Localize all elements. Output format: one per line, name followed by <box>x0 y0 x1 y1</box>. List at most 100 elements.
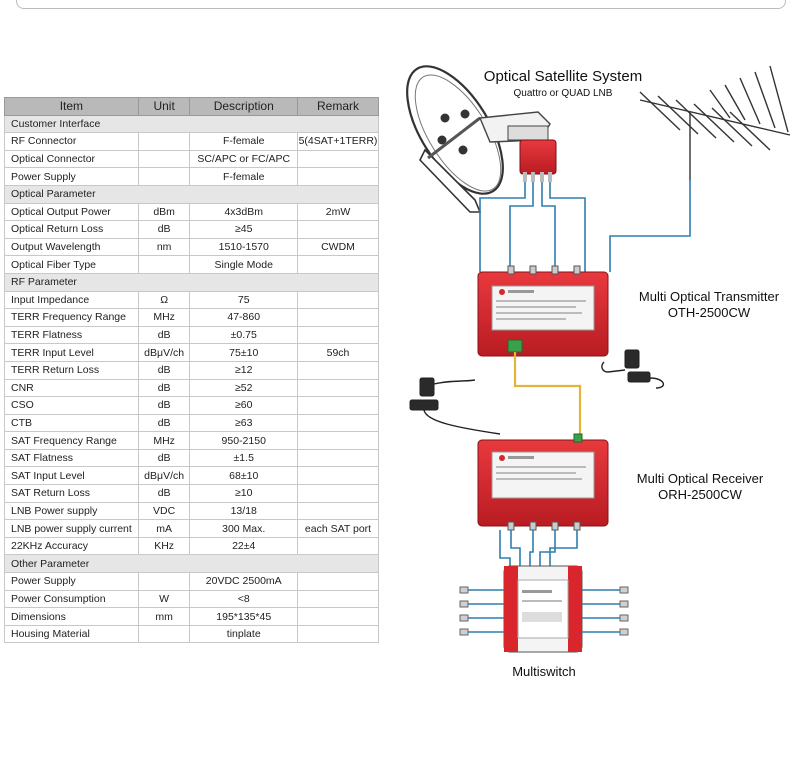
item-cell: TERR Input Level <box>4 343 139 362</box>
header-item: Item <box>4 97 139 116</box>
item-cell: SAT Frequency Range <box>4 431 139 450</box>
unit-cell: Ω <box>137 290 191 310</box>
quattro-lnb <box>478 111 557 182</box>
receiver-label: Multi Optical Receiver <box>637 471 764 486</box>
remark-cell <box>297 255 379 274</box>
remark-cell <box>297 536 379 556</box>
item-cell: RF Connector <box>4 132 139 151</box>
item-cell: Housing Material <box>4 624 139 644</box>
item-cell: Output Wavelength <box>4 237 139 257</box>
unit-cell: dB <box>137 220 191 239</box>
header-unit: Unit <box>137 97 191 116</box>
section-title: Customer Interface <box>4 114 379 134</box>
system-subtitle: Quattro or QUAD LNB <box>514 88 613 99</box>
section-row: Customer Interface <box>4 114 379 134</box>
system-diagram: Optical Satellite System Quattro or QUAD… <box>406 65 791 679</box>
item-cell: Power Supply <box>4 572 139 591</box>
remark-cell <box>297 431 379 450</box>
description-cell: 950-2150 <box>189 431 299 450</box>
item-cell: Optical Connector <box>4 149 139 169</box>
unit-cell: mm <box>137 607 191 626</box>
transmitter-model: OTH-2500CW <box>668 305 751 320</box>
description-cell: ±1.5 <box>189 448 299 468</box>
unit-cell <box>137 255 191 274</box>
multiswitch-outputs <box>468 589 620 633</box>
item-cell: Dimensions <box>4 607 139 626</box>
header-description: Description <box>189 97 299 116</box>
section-row: Other Parameter <box>4 554 379 574</box>
description-cell: 4x3dBm <box>189 202 299 222</box>
unit-cell <box>137 624 191 644</box>
header-remark: Remark <box>297 97 379 116</box>
unit-cell: W <box>137 589 191 609</box>
optical-transmitter-device <box>477 265 609 357</box>
output-connectors <box>459 586 629 636</box>
spec-table: Item Unit Description Remark Customer In… <box>4 97 379 644</box>
power-adapter-icon <box>409 377 501 435</box>
description-cell: 22±4 <box>189 536 299 556</box>
description-cell: 13/18 <box>189 501 299 521</box>
remark-cell: each SAT port <box>297 519 379 538</box>
unit-cell: dB <box>137 448 191 468</box>
description-cell: F-female <box>189 167 299 186</box>
remark-cell <box>297 484 379 503</box>
description-cell: 47-860 <box>189 308 299 327</box>
remark-cell <box>297 290 379 310</box>
remark-cell: 59ch <box>297 343 379 362</box>
unit-cell: dB <box>137 484 191 503</box>
description-cell: <8 <box>189 589 299 609</box>
unit-cell: dB <box>137 396 191 415</box>
remark-cell <box>297 572 379 591</box>
unit-cell: dBm <box>137 202 191 222</box>
remark-cell <box>297 360 379 380</box>
unit-cell: MHz <box>137 308 191 327</box>
section-row: RF Parameter <box>4 272 379 292</box>
item-cell: Input Impedance <box>4 290 139 310</box>
description-cell: ≥63 <box>189 413 299 433</box>
unit-cell: MHz <box>137 431 191 450</box>
remark-cell <box>297 413 379 433</box>
section-title: Other Parameter <box>4 554 379 574</box>
description-cell: SC/APC or FC/APC <box>189 149 299 169</box>
system-title: Optical Satellite System <box>484 68 642 85</box>
description-cell: ≥60 <box>189 396 299 415</box>
item-cell: Power Supply <box>4 167 139 186</box>
item-cell: Power Consumption <box>4 589 139 609</box>
unit-cell: KHz <box>137 536 191 556</box>
optical-receiver-device <box>477 433 609 531</box>
item-cell: TERR Return Loss <box>4 360 139 380</box>
remark-cell: 5(4SAT+1TERR) <box>297 132 379 151</box>
spec-header-row: Item Unit Description Remark <box>4 97 379 116</box>
unit-cell: dB <box>137 360 191 380</box>
receiver-model: ORH-2500CW <box>658 487 743 502</box>
remark-cell <box>297 448 379 468</box>
unit-cell: nm <box>137 237 191 257</box>
item-cell: TERR Flatness <box>4 325 139 345</box>
description-cell: ≥52 <box>189 378 299 398</box>
table-row: Optical Connector SC/APC or FC/APC <box>4 149 379 169</box>
remark-cell <box>297 624 379 644</box>
item-cell: Optical Fiber Type <box>4 255 139 274</box>
description-cell: Single Mode <box>189 255 299 274</box>
section-title: RF Parameter <box>4 272 379 292</box>
unit-cell: dB <box>137 325 191 345</box>
unit-cell: mA <box>137 519 191 538</box>
item-cell: CNR <box>4 378 139 398</box>
item-cell: 22KHz Accuracy <box>4 536 139 556</box>
transmitter-label: Multi Optical Transmitter <box>639 289 780 304</box>
unit-cell: dBμV/ch <box>137 343 191 362</box>
description-cell: 1510-1570 <box>189 237 299 257</box>
